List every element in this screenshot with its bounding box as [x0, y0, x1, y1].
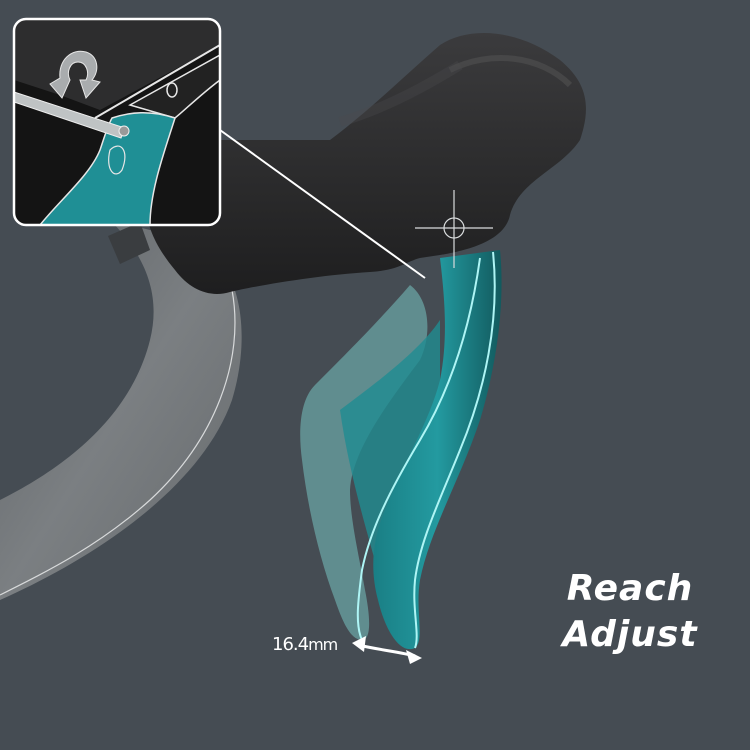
shifter-hood — [144, 33, 586, 294]
hex-key-icon — [14, 91, 130, 139]
reach-adjust-title: Reach Adjust — [560, 566, 700, 658]
lever-ghost-position — [300, 285, 440, 640]
measurement-unit: mm — [308, 635, 338, 654]
crosshair-icon — [415, 190, 493, 268]
detail-inset — [12, 17, 222, 227]
rotate-arrow-icon — [49, 50, 101, 99]
measurement-value: 16.4 — [272, 634, 309, 655]
handlebar — [0, 220, 242, 600]
title-line-1: Reach — [566, 568, 694, 609]
callout-leader-line — [219, 129, 426, 279]
reach-measurement: 16.4mm — [272, 634, 338, 655]
title-line-2: Adjust — [562, 614, 698, 655]
brake-lever — [356, 250, 502, 650]
double-arrow-icon — [352, 636, 422, 664]
